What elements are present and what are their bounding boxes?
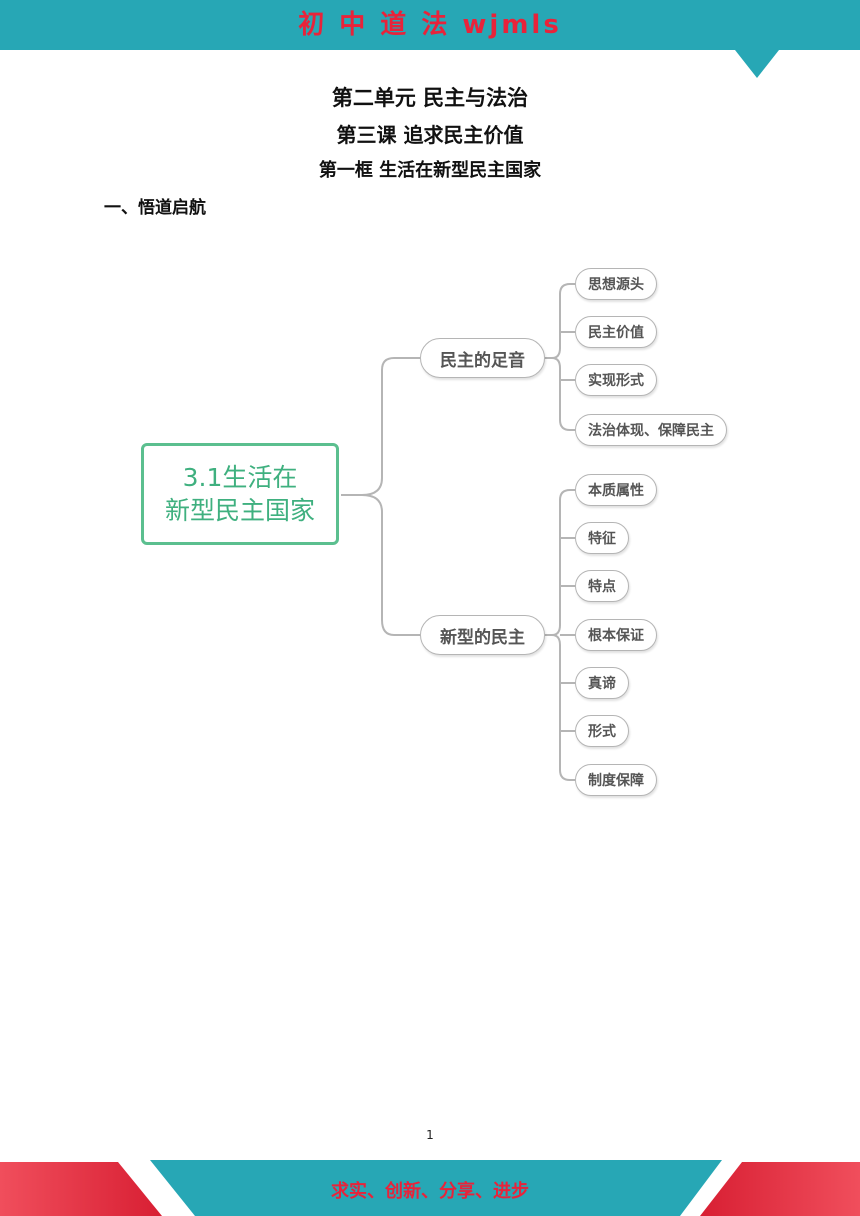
leaf-rule-of-law: 法治体现、保障民主 [575,414,727,446]
root-line2: 新型民主国家 [164,496,315,525]
header-title: 初 中 道 法 wjmls [298,10,562,40]
unit-title: 第二单元 民主与法治 [331,86,529,110]
leaf-realization-form: 实现形式 [575,364,657,396]
branch2-brace-e [551,634,575,781]
footer-slogan: 求实、创新、分享、进步 [331,1181,529,1202]
leaf-essence: 真谛 [575,667,629,699]
lesson-title: 第三课 追求民主价值 [336,123,524,147]
branch1-brace [545,283,575,359]
leaf-democracy-value: 民主价值 [575,316,657,348]
header-notch [735,50,779,78]
leaf-form: 形式 [575,715,629,747]
mindmap-root: 3.1生活在 新型民主国家 [141,443,339,545]
leaf-fundamental-guarantee: 根本保证 [575,619,657,651]
header-band [0,0,860,50]
root-brace-lower [361,494,420,636]
branch1-brace-d [551,357,575,431]
footer-band [0,1160,860,1216]
footer-teal-center [150,1160,722,1216]
leaf-feature: 特点 [575,570,629,602]
leaf-characteristic: 特征 [575,522,629,554]
leaf-essential-attribute: 本质属性 [575,474,657,506]
section-heading: 一、悟道启航 [104,198,206,218]
branch-democracy-footsteps: 民主的足音 [420,338,545,378]
footer-red-left [0,1162,162,1216]
page-number: 1 [426,1128,434,1142]
leaf-ideological-source: 思想源头 [575,268,657,300]
root-line1: 3.1生活在 [182,463,298,492]
branch2-brace [545,489,575,636]
footer-red-right [700,1162,860,1216]
frame-title: 第一框 生活在新型民主国家 [318,160,542,181]
root-brace [341,357,420,496]
branch-new-democracy: 新型的民主 [420,615,545,655]
leaf-institutional-guarantee: 制度保障 [575,764,657,796]
